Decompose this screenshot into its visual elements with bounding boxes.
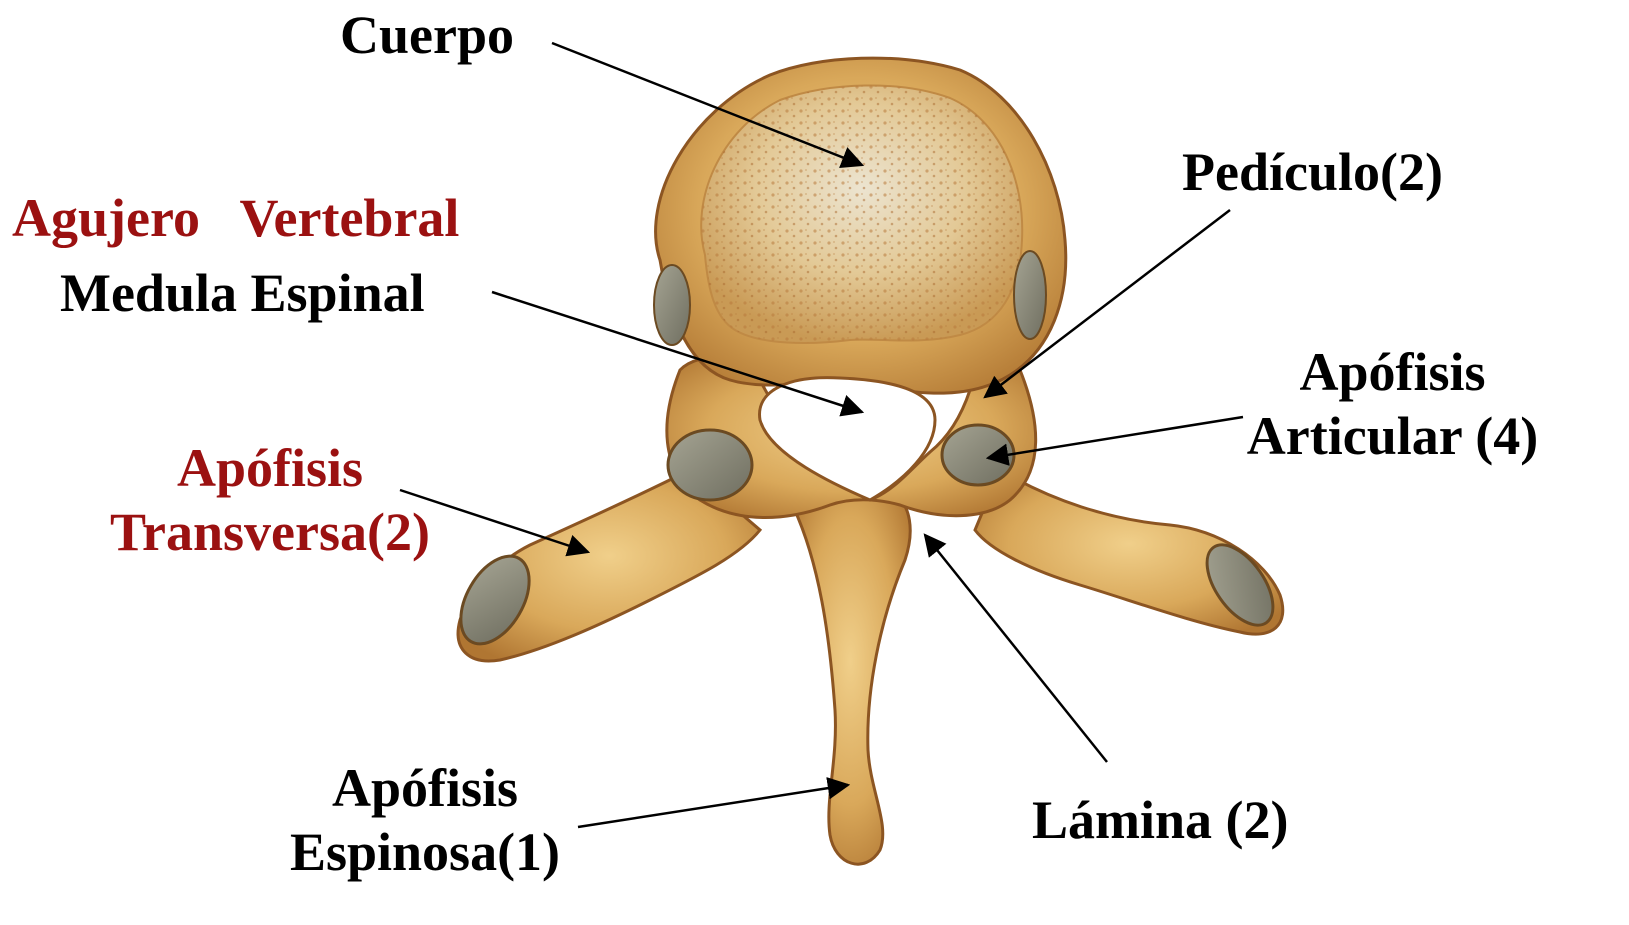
label-apofisis-espinosa-line1: Apófisis [265,756,585,820]
label-medula-espinal: Medula Espinal [60,261,425,325]
articular-facet-left [668,430,752,500]
label-pediculo: Pedículo(2) [1182,140,1443,204]
label-cuerpo: Cuerpo [340,3,514,67]
label-agujero-vertebral: Agujero Vertebral [12,186,459,250]
label-apofisis-articular-line2: Articular (4) [1225,404,1560,468]
label-apofisis-transversa-line2: Transversa(2) [85,500,455,564]
pedicle-facet-right [1014,251,1046,339]
label-apofisis-articular-line1: Apófisis [1225,340,1560,404]
label-apofisis-articular: Apófisis Articular (4) [1225,340,1560,468]
label-apofisis-transversa-line1: Apófisis [85,436,455,500]
label-apofisis-transversa: Apófisis Transversa(2) [85,436,455,564]
spinous-process [790,495,910,864]
label-apofisis-espinosa-line2: Espinosa(1) [265,820,585,884]
arrow-espinosa [578,785,848,827]
label-apofisis-espinosa: Apófisis Espinosa(1) [265,756,585,884]
pedicle-facet-left [654,265,690,345]
label-lamina: Lámina (2) [1032,788,1289,852]
